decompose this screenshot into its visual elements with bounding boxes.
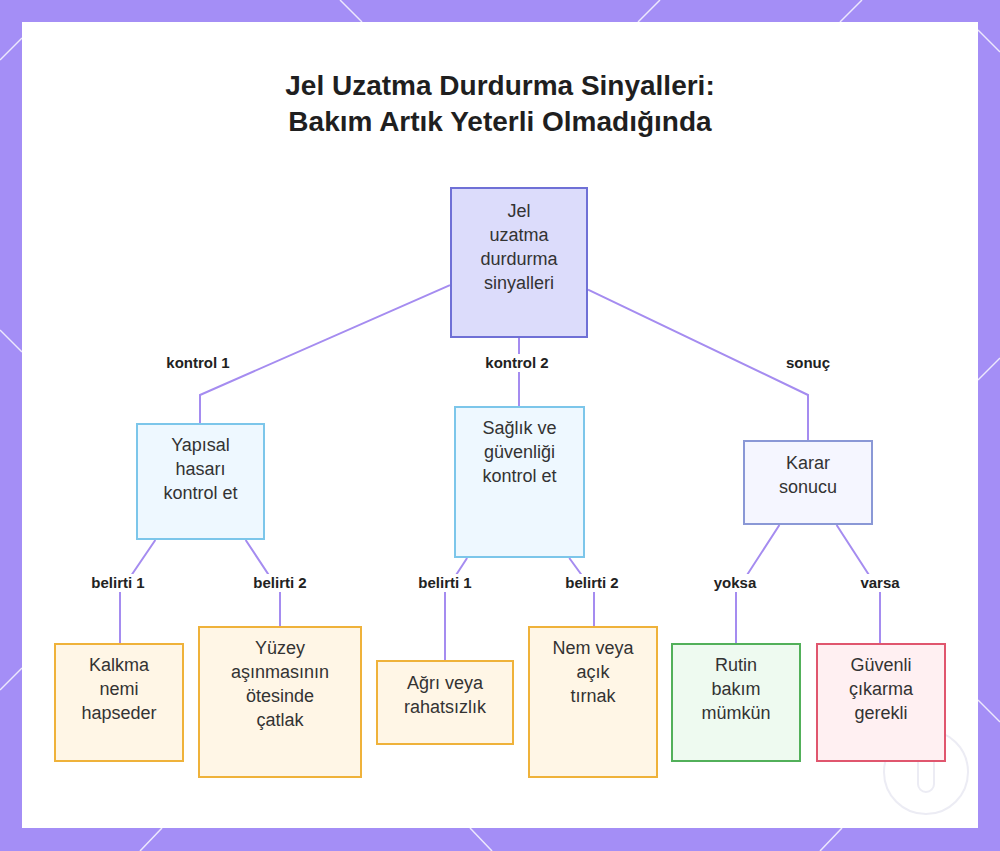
connector-path <box>518 338 520 406</box>
edge-label: yoksa <box>711 574 760 592</box>
edge-label: sonuç <box>783 354 833 372</box>
box-label: Güvenli çıkarma gerekli <box>841 653 921 725</box>
box-label: Karar sonucu <box>763 451 853 499</box>
process-box: Kalkma nemi hapseder <box>54 643 184 762</box>
box-label: Rutin bakım mümkün <box>696 653 776 725</box>
process-box: Jel uzatma durdurma sinyalleri <box>450 187 588 338</box>
edge-label: belirti 1 <box>415 574 474 592</box>
edge-label: kontrol 2 <box>482 354 551 372</box>
process-box: Rutin bakım mümkün <box>671 643 801 762</box>
edge-label: belirti 2 <box>250 574 309 592</box>
edge-label: kontrol 1 <box>163 354 232 372</box>
connector-path <box>200 285 450 423</box>
box-label: Sağlık ve güvenliği kontrol et <box>470 416 570 488</box>
connector-line <box>588 290 808 440</box>
box-label: Jel uzatma durdurma sinyalleri <box>477 199 561 295</box>
box-label: Yüzey aşınmasının ötesinde çatlak <box>225 636 335 732</box>
process-box: Yapısal hasarı kontrol et <box>136 423 265 540</box>
box-label: Kalkma nemi hapseder <box>74 653 164 725</box>
connector-path <box>588 290 808 440</box>
process-box: Yüzey aşınmasının ötesinde çatlak <box>198 626 362 778</box>
edge-label: varsa <box>857 574 902 592</box>
box-label: Yapısal hasarı kontrol et <box>151 433 251 505</box>
edge-label: belirti 1 <box>88 574 147 592</box>
connector-line <box>200 285 450 423</box>
process-box: Sağlık ve güvenliği kontrol et <box>454 406 585 558</box>
process-box: Nem veya açık tırnak <box>528 626 658 778</box>
process-box: Güvenli çıkarma gerekli <box>816 643 946 762</box>
box-label: Nem veya açık tırnak <box>552 636 634 708</box>
connector-path <box>569 558 594 626</box>
process-box: Karar sonucu <box>743 440 873 525</box>
process-box: Ağrı veya rahatsızlık <box>376 660 514 745</box>
connector-line <box>569 558 594 626</box>
box-label: Ağrı veya rahatsızlık <box>390 671 500 719</box>
diagram-title: Jel Uzatma Durdurma Sinyalleri: Bakım Ar… <box>240 68 760 140</box>
edge-label: belirti 2 <box>562 574 621 592</box>
connector-line <box>519 338 520 406</box>
